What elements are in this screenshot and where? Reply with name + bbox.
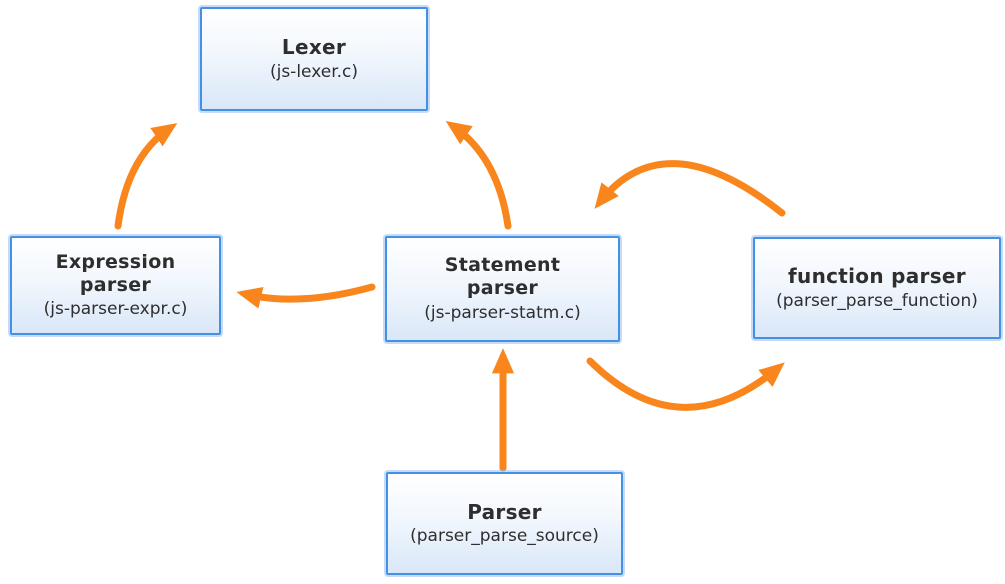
node-parser-title: Parser [467, 499, 542, 524]
edge-statement-parser-to-expression-parser [236, 283, 376, 309]
node-expression-parser-title: Expression parser [55, 250, 176, 296]
edge-function-parser-to-statement-parser [594, 160, 786, 217]
node-parser: Parser (parser_parse_source) [386, 472, 623, 575]
node-function-parser-title: function parser [788, 264, 966, 289]
node-lexer-title: Lexer [281, 35, 347, 60]
node-function-parser-subtitle: (parser_parse_function) [776, 290, 978, 311]
node-parser-subtitle: (parser_parse_source) [410, 526, 599, 547]
node-statement-parser-title: Statement parser [444, 254, 561, 300]
node-expression-parser: Expression parser (js-parser-expr.c) [10, 236, 221, 335]
node-lexer-subtitle: (js-lexer.c) [269, 61, 359, 82]
edge-statement-parser-to-lexer [445, 120, 512, 230]
edge-statement-parser-to-function-parser [586, 357, 785, 411]
edge-expression-parser-to-lexer [114, 123, 178, 230]
node-statement-parser: Statement parser (js-parser-statm.c) [385, 236, 620, 342]
node-function-parser: function parser (parser_parse_function) [753, 237, 1001, 339]
node-lexer: Lexer (js-lexer.c) [200, 7, 428, 111]
node-expression-parser-subtitle: (js-parser-expr.c) [43, 299, 188, 320]
node-statement-parser-subtitle: (js-parser-statm.c) [424, 302, 581, 323]
